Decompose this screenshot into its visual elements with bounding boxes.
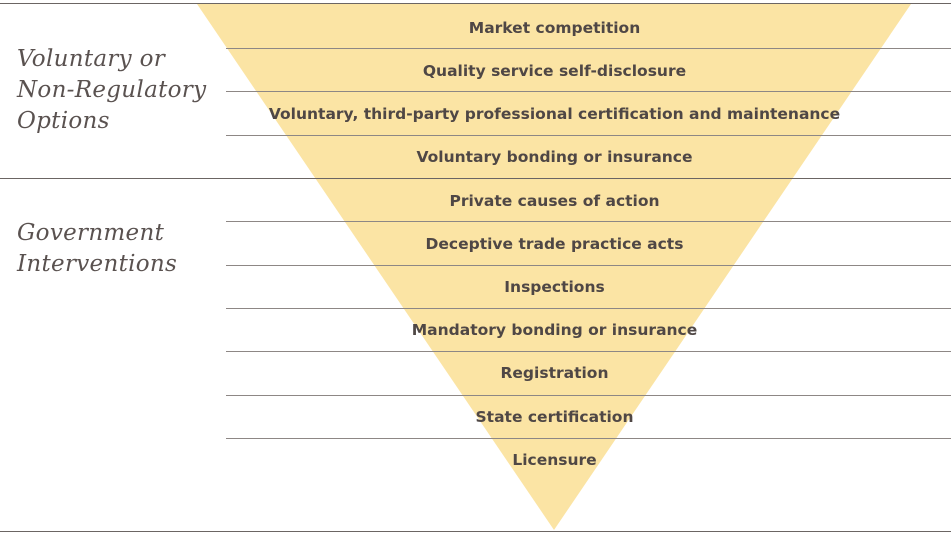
group-divider — [0, 178, 951, 179]
level-voluntary-bonding: Voluntary bonding or insurance — [416, 148, 693, 166]
row-divider — [226, 221, 951, 222]
row-divider — [226, 308, 951, 309]
group-label-voluntary: Voluntary or Non-Regulatory Options — [17, 46, 207, 134]
level-mandatory-bonding: Mandatory bonding or insurance — [411, 321, 698, 339]
row-divider — [226, 265, 951, 266]
level-licensure: Licensure — [512, 451, 597, 469]
bottom-border — [0, 531, 951, 532]
row-divider — [226, 395, 951, 396]
level-registration: Registration — [500, 364, 609, 382]
level-deceptive-trade: Deceptive trade practice acts — [425, 235, 684, 253]
row-divider — [226, 351, 951, 352]
group-label-government: Government Interventions — [17, 220, 178, 277]
level-inspections: Inspections — [504, 278, 605, 296]
level-quality-self-disclosure: Quality service self-disclosure — [422, 62, 687, 80]
level-state-certification: State certification — [475, 408, 634, 426]
row-divider — [226, 438, 951, 439]
top-border — [0, 3, 951, 4]
row-divider — [226, 91, 951, 92]
level-voluntary-certification: Voluntary, third-party professional cert… — [268, 105, 841, 123]
row-divider — [226, 48, 951, 49]
level-private-causes: Private causes of action — [449, 192, 660, 210]
row-divider — [226, 135, 951, 136]
level-market-competition: Market competition — [468, 19, 641, 37]
